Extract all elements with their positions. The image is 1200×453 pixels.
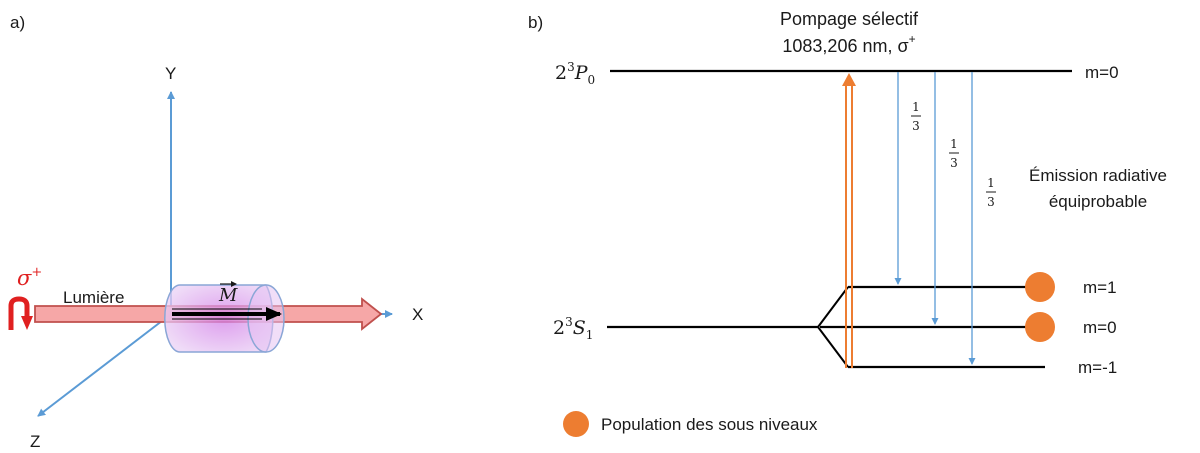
panel-b-label: b): [528, 13, 543, 32]
svg-text:3: 3: [912, 119, 920, 133]
svg-text:3: 3: [950, 156, 958, 170]
branching-ratio-2: 1 3: [949, 137, 959, 170]
svg-text:1: 1: [950, 137, 958, 151]
pump-wavelength: 1083,206 nm, σ+: [782, 32, 915, 56]
upper-level-m-label: m=0: [1085, 63, 1119, 82]
branching-ratio-1: 1 3: [911, 100, 921, 133]
emission-subtitle: équiprobable: [1049, 192, 1147, 211]
population-dot-m-plus1: [1025, 272, 1055, 302]
branching-ratio-3: 1 3: [986, 176, 996, 209]
y-axis-label: Y: [165, 64, 176, 83]
svg-text:1: 1: [912, 100, 920, 114]
polarization-label: σ+: [17, 265, 42, 290]
sublevel-m-plus1-label: m=1: [1083, 278, 1117, 297]
emission-title: Émission radiative: [1029, 166, 1167, 185]
z-axis-label: Z: [30, 432, 40, 451]
x-axis-label: X: [412, 305, 423, 324]
zeeman-splitting: [817, 286, 849, 368]
magnetization-label: M: [218, 285, 238, 306]
upper-level-name: 23P0: [555, 60, 595, 87]
beam-label: Lumière: [63, 288, 124, 307]
svg-text:3: 3: [987, 195, 995, 209]
population-dot-m-0: [1025, 312, 1055, 342]
lower-level-name: 23S1: [553, 315, 593, 342]
svg-text:1: 1: [987, 176, 995, 190]
legend-population-dot: [563, 411, 589, 437]
sublevel-m-0-label: m=0: [1083, 318, 1117, 337]
panel-a-label: a): [10, 13, 25, 32]
circular-arrow-icon: [8, 296, 33, 330]
pump-arrow: [842, 73, 856, 368]
legend-text: Population des sous niveaux: [601, 415, 818, 434]
pump-title: Pompage sélectif: [780, 9, 919, 29]
sublevel-m-minus1-label: m=-1: [1078, 358, 1117, 377]
z-axis: [37, 313, 172, 417]
